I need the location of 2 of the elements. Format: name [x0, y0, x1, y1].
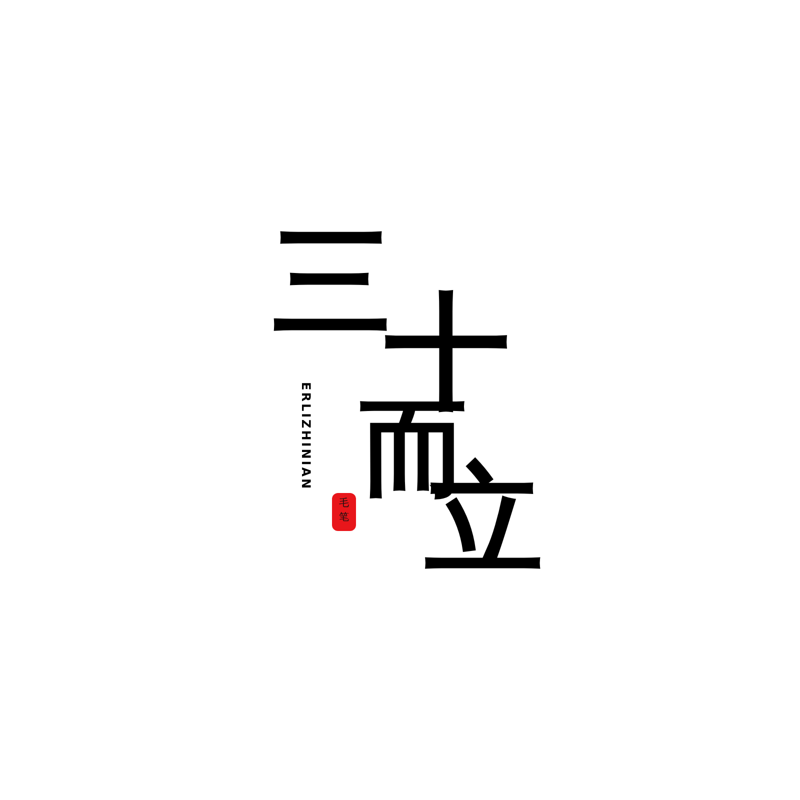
seal-stamp: 毛笔	[332, 493, 356, 531]
vertical-text: ERLIZHINIAN	[300, 382, 312, 491]
